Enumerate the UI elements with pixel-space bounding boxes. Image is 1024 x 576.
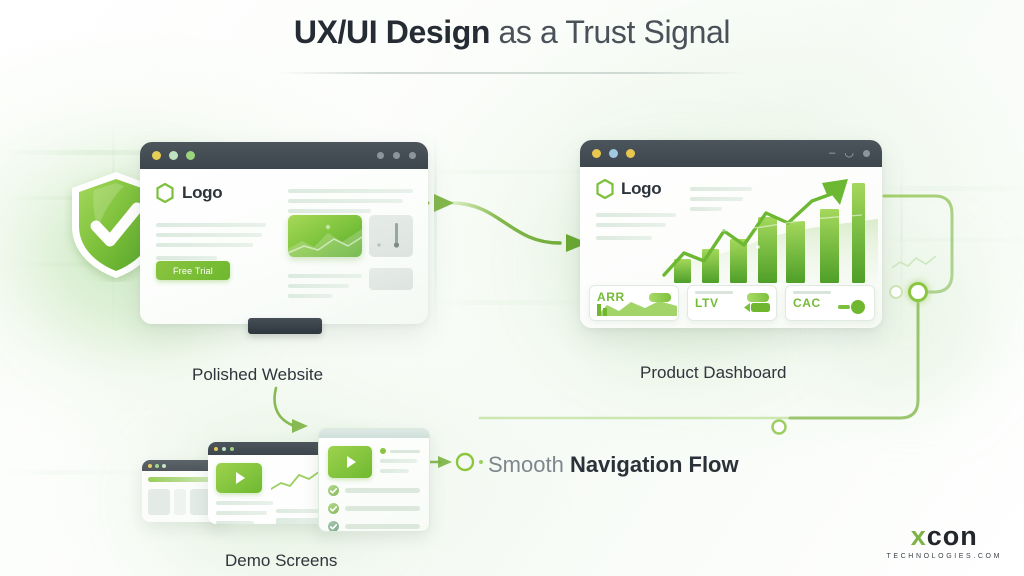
polished-website-window[interactable]: Logo Free Trial xyxy=(140,142,428,324)
close-icon[interactable] xyxy=(863,150,870,157)
traffic-dot-yellow-2[interactable] xyxy=(626,149,635,158)
kpi-card-cac[interactable]: CAC xyxy=(785,285,875,321)
website-logo: Logo xyxy=(156,183,412,203)
kpi-sparkline xyxy=(597,301,677,316)
play-button-icon[interactable] xyxy=(216,463,262,493)
kpi-sub-placeholder xyxy=(695,291,733,294)
checklist-row xyxy=(328,485,420,496)
dashboard-logo-text: Logo xyxy=(621,179,662,198)
traffic-light-dots xyxy=(592,149,635,158)
trust-shield-icon xyxy=(72,172,160,278)
dashboard-window-controls[interactable]: – ◡ xyxy=(829,148,870,159)
check-icon xyxy=(328,485,339,496)
play-button-icon[interactable] xyxy=(328,446,372,478)
growth-chart xyxy=(662,179,878,283)
kpi-label: CAC xyxy=(793,296,821,310)
check-icon xyxy=(328,521,339,531)
dashboard-logo: Logo xyxy=(596,179,662,199)
maximize-icon[interactable]: ◡ xyxy=(844,147,854,159)
traffic-dot-green[interactable] xyxy=(186,151,195,160)
website-window-menu[interactable] xyxy=(377,152,416,159)
brand-tagline: TECHNOLOGIES.COM xyxy=(886,553,1002,560)
brand-logo: xcon TECHNOLOGIES.COM xyxy=(886,521,1003,561)
page-title-bold: UX/UI Design xyxy=(293,14,491,50)
caption-demo-screens: Demo Screens xyxy=(225,551,338,570)
caption-polished-website: Polished Website xyxy=(192,365,324,384)
website-side-card xyxy=(369,215,413,257)
kpi-label: LTV xyxy=(695,296,719,310)
nav-flow-soft: Smooth xyxy=(488,452,570,477)
free-trial-button[interactable]: Free Trial xyxy=(156,261,230,280)
traffic-dot-mint[interactable] xyxy=(169,151,178,160)
website-text-block-left xyxy=(156,217,266,260)
kpi-label: ARR xyxy=(597,290,625,304)
page-title: UX/UI Design as a Trust Signal xyxy=(0,14,1024,51)
checklist-row xyxy=(328,521,420,531)
kpi-pill-icon xyxy=(747,293,769,302)
caption-product-dashboard: Product Dashboard xyxy=(640,363,787,382)
traffic-dot-yellow[interactable] xyxy=(592,149,601,158)
checklist-row xyxy=(328,503,420,514)
brand-logo-con: con xyxy=(926,521,978,551)
traffic-dot-yellow[interactable] xyxy=(152,151,161,160)
demo-screens-group xyxy=(140,428,430,533)
website-content: Logo Free Trial xyxy=(140,169,428,324)
menu-dot-icon xyxy=(409,152,416,159)
website-titlebar xyxy=(140,142,428,169)
demo-card-front[interactable] xyxy=(318,428,430,532)
kpi-card-row: ARR LTV xyxy=(589,285,875,321)
dashboard-content: Logo xyxy=(580,167,882,328)
page-title-rest: as a Trust Signal xyxy=(490,14,731,50)
check-icon xyxy=(328,503,339,514)
demo-sparkline xyxy=(271,468,323,490)
menu-dot-icon xyxy=(377,152,384,159)
monitor-stand xyxy=(248,318,322,334)
dashboard-text-left xyxy=(596,207,676,240)
title-divider xyxy=(277,72,747,74)
kpi-bar-icon xyxy=(744,303,770,312)
brand-logo-x: x xyxy=(910,521,927,551)
menu-dot-icon xyxy=(393,152,400,159)
traffic-light-dots xyxy=(152,151,195,160)
hexagon-logo-icon xyxy=(596,179,614,199)
kpi-card-arr[interactable]: ARR xyxy=(589,285,679,321)
website-hero-image xyxy=(288,215,362,257)
demo-card-middle[interactable] xyxy=(208,442,330,524)
dashboard-titlebar: – ◡ xyxy=(580,140,882,167)
nav-flow-hard: Navigation Flow xyxy=(569,452,739,477)
product-dashboard-window[interactable]: – ◡ Logo xyxy=(580,140,882,328)
website-text-block-right xyxy=(288,183,413,213)
kpi-sub-placeholder xyxy=(793,291,831,294)
hexagon-logo-icon xyxy=(156,183,174,203)
website-logo-text: Logo xyxy=(182,183,223,202)
kpi-pill-icon xyxy=(649,293,671,302)
website-text-block-bottom xyxy=(288,268,362,298)
kpi-bulb-icon xyxy=(838,300,865,314)
minimize-icon[interactable]: – xyxy=(829,147,836,159)
traffic-dot-blue[interactable] xyxy=(609,149,618,158)
kpi-card-ltv[interactable]: LTV xyxy=(687,285,777,321)
dashboard-text-top xyxy=(690,181,752,211)
caption-navigation-flow: Smooth Navigation Flow xyxy=(488,452,739,478)
website-side-card-small xyxy=(369,268,413,290)
